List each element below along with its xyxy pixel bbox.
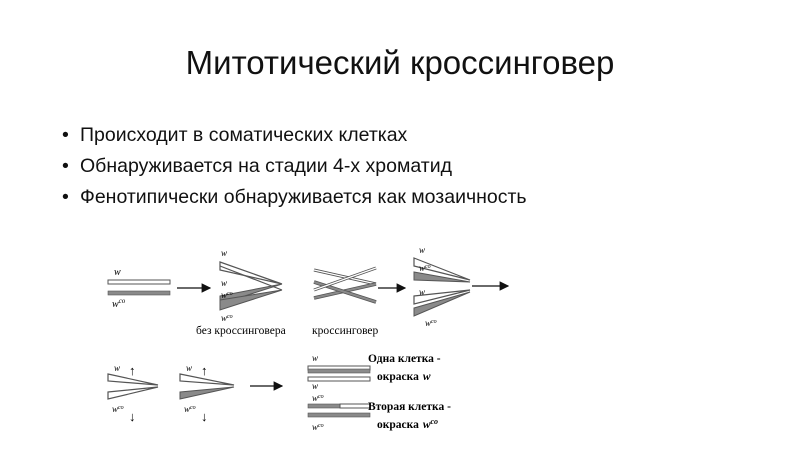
allele-label-w: w xyxy=(221,278,227,288)
caption-no-crossover: без кроссинговера xyxy=(196,325,286,337)
allele-label-w: w xyxy=(114,363,120,373)
replicated-no-crossover: w w wco wco xyxy=(219,248,283,323)
allele-label-w: w xyxy=(419,245,425,255)
allele-label-wco: wco xyxy=(112,404,124,414)
segregation-left: w wco ↑ ↓ xyxy=(107,363,159,424)
allele-label-wco: wco xyxy=(419,263,431,273)
down-arrow-icon: ↓ xyxy=(129,409,136,424)
allele-label-wco: wco xyxy=(184,404,196,414)
allele-label-wco: wco xyxy=(221,313,233,323)
initial-chromosome-pair: w wco xyxy=(107,267,171,310)
daughter-cell-2-line1: Вторая клетка - xyxy=(368,401,451,413)
allele-label-wco: wco xyxy=(312,422,324,432)
allele-label-w: w xyxy=(312,381,318,391)
bullet-list: Происходит в соматических клетках Обнару… xyxy=(62,120,527,213)
up-arrow-icon: ↑ xyxy=(201,363,208,378)
caption-crossover: кроссинговер xyxy=(312,325,379,337)
segregation-right: w wco ↑ ↓ xyxy=(179,363,235,424)
slide-title: Митотический кроссинговер xyxy=(185,44,615,81)
up-arrow-icon: ↑ xyxy=(129,363,136,378)
allele-label-w: w xyxy=(419,287,425,297)
allele-label-wco: wco xyxy=(425,318,437,328)
allele-label-wco: wco xyxy=(112,297,126,310)
daughter-cell-1-line1: Одна клетка - xyxy=(368,353,441,365)
allele-label-w: w xyxy=(221,248,227,258)
down-arrow-icon: ↓ xyxy=(201,409,208,424)
bullet-item: Обнаруживается на стадии 4-х хроматид xyxy=(62,151,527,182)
allele-label-w: w xyxy=(312,353,318,363)
crossover-chromatids xyxy=(313,266,377,304)
bullet-item: Происходит в соматических клетках xyxy=(62,120,527,151)
allele-label-w: w xyxy=(114,267,121,278)
bullet-item: Фенотипически обнаруживается как мозаичн… xyxy=(62,182,527,213)
allele-label-wco: wco xyxy=(221,290,233,300)
allele-label-wco: wco xyxy=(312,393,324,403)
recombinant-chromatids: w wco w wco xyxy=(413,245,471,328)
allele-label-w: w xyxy=(186,363,192,373)
